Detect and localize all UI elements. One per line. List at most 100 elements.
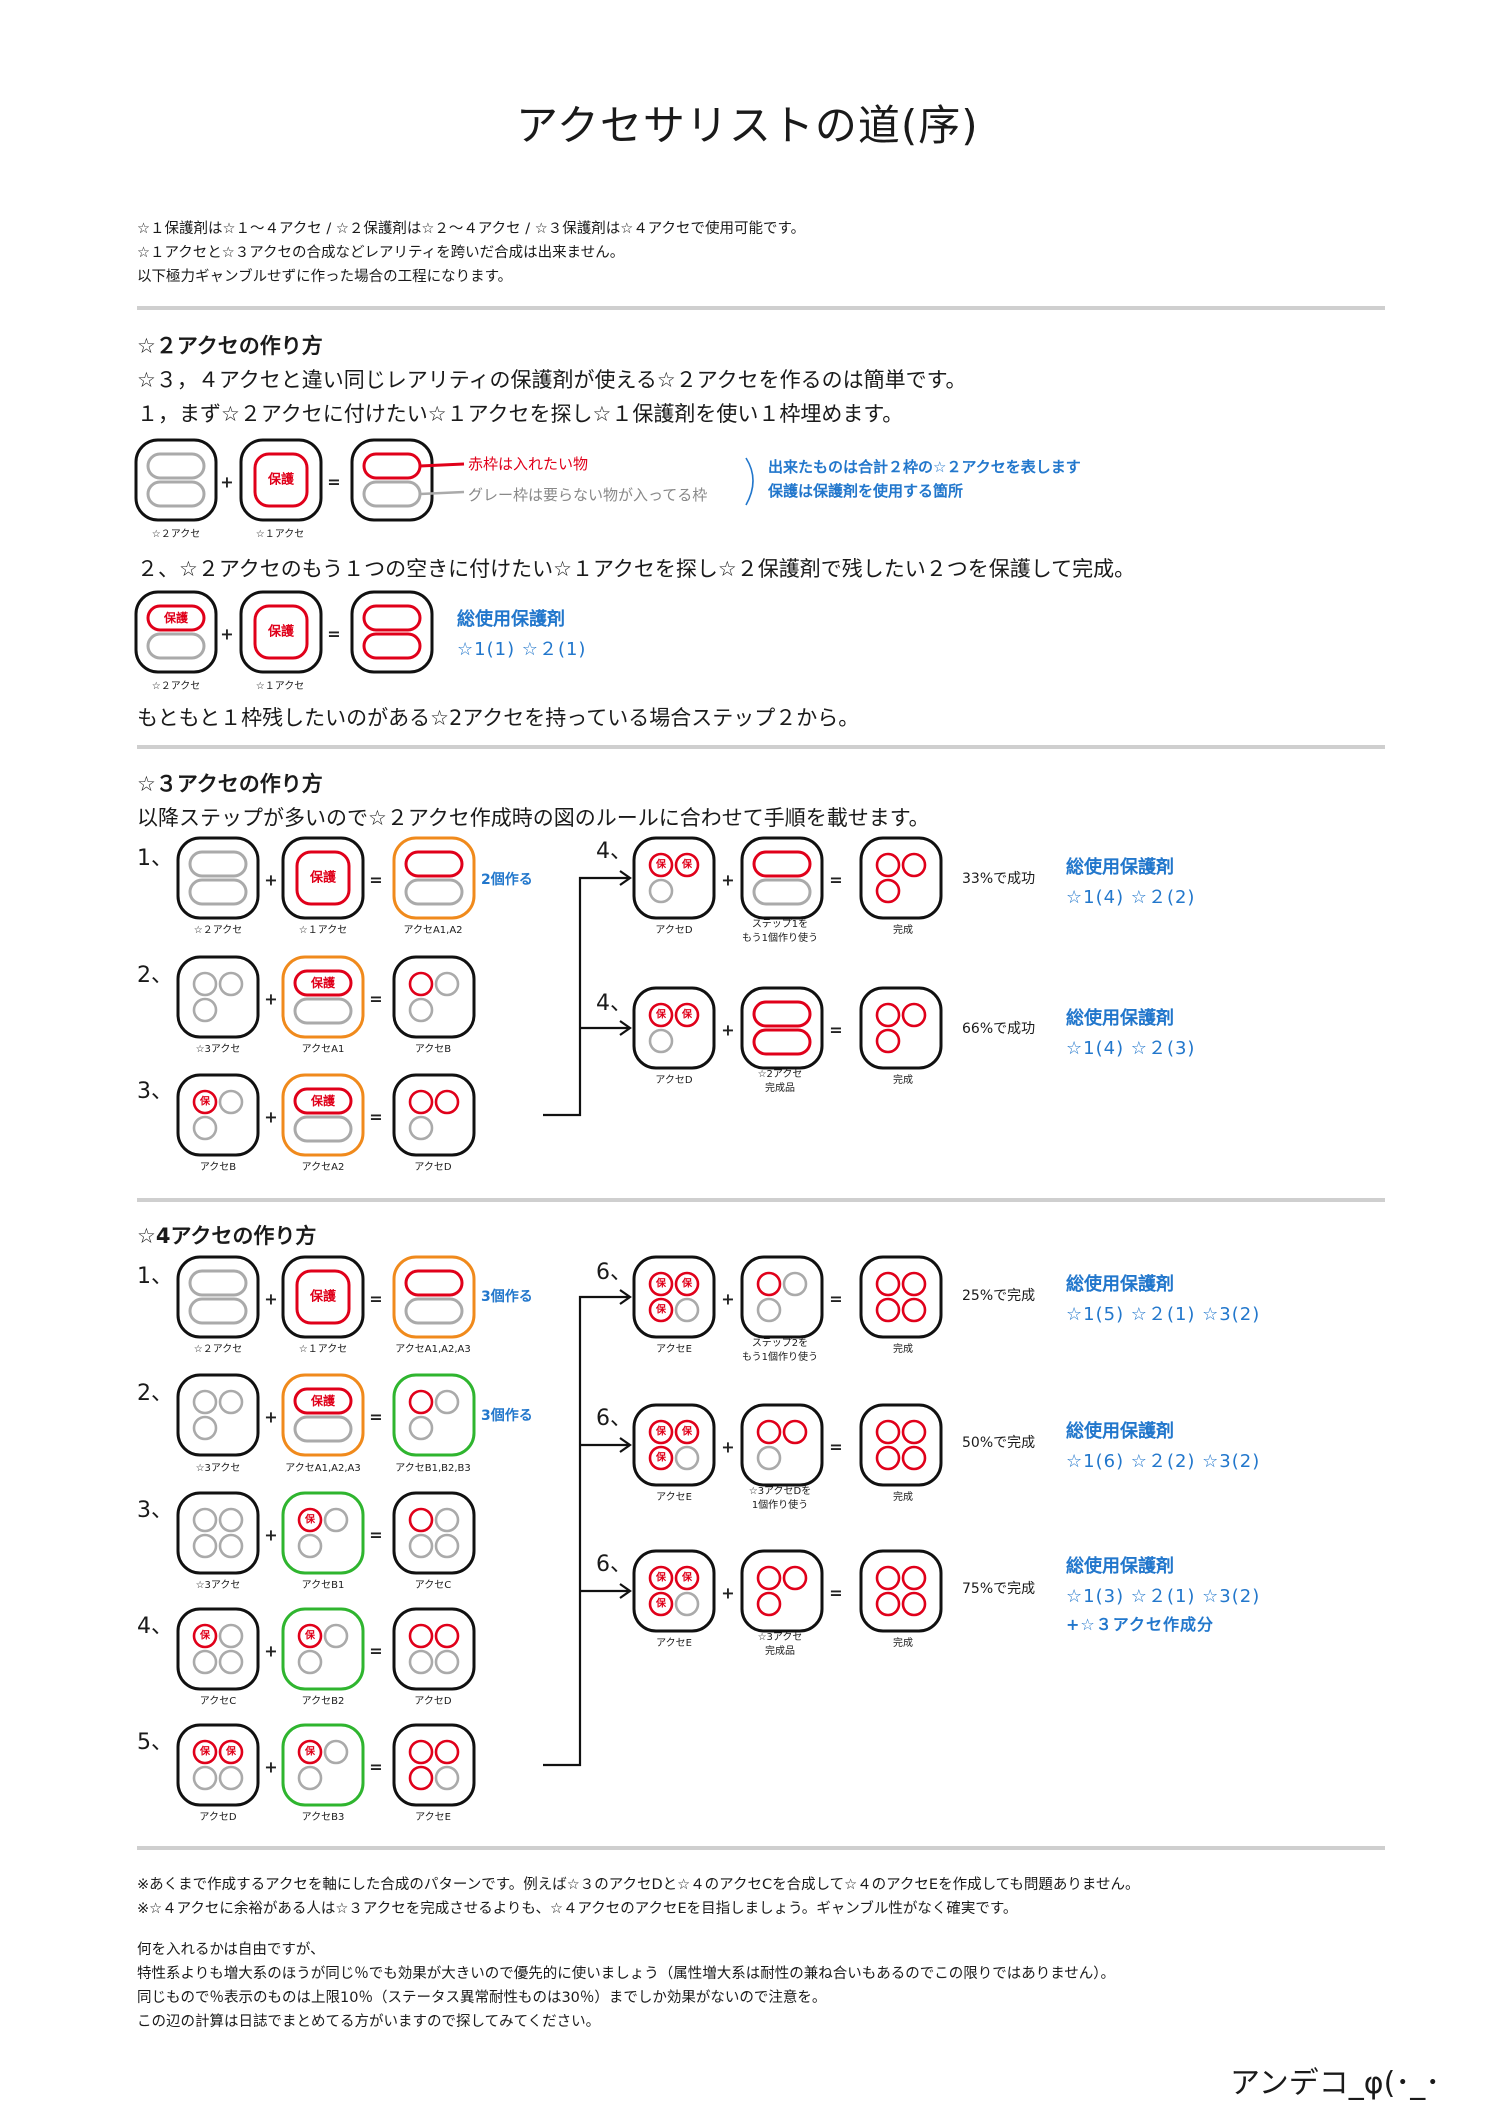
protect-box: [295, 1269, 351, 1325]
slot-circle: [323, 1623, 349, 1649]
caption: アクセE: [415, 1812, 451, 1823]
caption: アクセB1: [301, 1580, 345, 1591]
protect-label: 保: [304, 1629, 316, 1642]
pointer-line: [419, 490, 465, 496]
equals-sign: =: [369, 1408, 382, 1427]
caption: ☆１アクセ: [255, 529, 305, 540]
caption: 完成: [893, 1075, 913, 1086]
accessory-frame: [134, 438, 218, 522]
slot-oval: [362, 632, 422, 660]
slot-circle: [218, 1739, 244, 1765]
accessory-frame: [632, 1403, 716, 1487]
protect-label: 保護: [310, 1093, 336, 1108]
s4-sum-extra: +☆３アクセ作成分: [1066, 1615, 1214, 1634]
slot-circle: [192, 971, 218, 997]
slot-circle: [875, 1028, 901, 1054]
slot-circle: [674, 1565, 700, 1591]
caption: アクセB2: [301, 1696, 345, 1707]
slot-circle: [875, 1271, 901, 1297]
protect-label: 保護: [309, 870, 337, 886]
slot-oval: [362, 604, 422, 632]
slot-oval: [404, 1297, 464, 1325]
caption: 完成: [893, 1492, 913, 1503]
slot-circle: [297, 1533, 323, 1559]
slot-circle: [674, 1271, 700, 1297]
slot-circle: [218, 1623, 244, 1649]
plus-sign: +: [264, 1526, 277, 1545]
caption: ☆3アクセ: [757, 1632, 803, 1643]
section-heading-star4: ☆4アクセの作り方: [137, 1224, 317, 1248]
caption: 完成品: [765, 1083, 795, 1094]
s2-line-2: １，まず☆２アクセに付けたい☆１アクセを探し☆１保護剤を使い１枠埋めます。: [137, 402, 904, 426]
equals-sign: =: [369, 1108, 382, 1127]
make-count: 3個作る: [481, 1408, 533, 1424]
step-label: 1、: [137, 1264, 173, 1289]
accessory-frame: [740, 1403, 824, 1487]
protect-box: [253, 452, 309, 508]
plus-sign: +: [264, 871, 277, 890]
slot-circle: [192, 1765, 218, 1791]
accessory-frame: [392, 836, 476, 920]
plus-sign: +: [721, 871, 734, 890]
protect-label: 保: [199, 1095, 211, 1108]
flow-arrow: [543, 876, 628, 1117]
caption: ☆２アクセ: [151, 529, 201, 540]
protect-label: 保護: [309, 1289, 337, 1305]
caption: ☆１アクセ: [298, 925, 348, 936]
caption: アクセB: [199, 1162, 237, 1173]
slot-circle: [648, 852, 674, 878]
arrow-head: [619, 870, 632, 886]
outro-line: この辺の計算は日誌でまとめてる方がいますので探してみてください。: [137, 2014, 601, 2030]
accessory-frame: [859, 986, 943, 1070]
slot-circle: [434, 1739, 460, 1765]
outro-line: 同じもので％表示のものは上限10％（ステータス異常耐性ものは30％）までしか効果…: [137, 1990, 827, 2006]
caption: ☆２アクセ: [193, 925, 243, 936]
slot-oval: [293, 1115, 353, 1143]
step-label: 6、: [596, 1406, 632, 1431]
slot-circle: [875, 1591, 901, 1617]
slot-oval: [752, 1000, 812, 1028]
caption: ☆２アクセ: [193, 1344, 243, 1355]
slot-circle: [297, 1623, 323, 1649]
s3-sum-label: 総使用保護剤: [1066, 1008, 1174, 1029]
caption: アクセD: [655, 925, 693, 936]
slot-oval: [293, 1415, 353, 1443]
equals-sign: =: [369, 1758, 382, 1777]
accessory-frame: [350, 438, 434, 522]
accessory-frame: [281, 955, 365, 1039]
equals-sign: =: [327, 625, 340, 644]
protect-label: 保: [681, 1277, 693, 1290]
intro-line-3: 以下極力ギャンブルせずに作った場合の工程になります。: [137, 269, 513, 285]
slot-circle: [782, 1419, 808, 1445]
accessory-frame: [632, 836, 716, 920]
s2-line-1: ☆３，４アクセと違い同じレアリティの保護剤が使える☆２アクセを作るのは簡単です。: [137, 368, 967, 392]
slot-circle: [408, 971, 434, 997]
slot-circle: [901, 1565, 927, 1591]
slot-circle: [901, 852, 927, 878]
slot-circle: [434, 1089, 460, 1115]
step-label: 2、: [137, 1381, 173, 1406]
protect-label: 保: [655, 1571, 667, 1584]
slot-circle: [875, 1002, 901, 1028]
arrow-head: [619, 1020, 632, 1036]
caption: 完成: [893, 925, 913, 936]
accessory-frame: [392, 1373, 476, 1457]
caption: アクセD: [414, 1696, 452, 1707]
slot-oval: [293, 969, 353, 997]
author-signature: アンデコ_φ(･_･: [1230, 2066, 1441, 2101]
slot-circle: [756, 1591, 782, 1617]
slot-circle: [674, 1297, 700, 1323]
s2-line-3: ２、☆２アクセのもう１つの空きに付けたい☆１アクセを探し☆２保護剤で残したい２つ…: [137, 557, 1136, 581]
caption: ステップ1を: [751, 919, 809, 930]
caption: 完成: [893, 1344, 913, 1355]
slot-circle: [408, 1089, 434, 1115]
step-label: 5、: [137, 1730, 173, 1755]
protect-label: 保: [655, 1425, 667, 1438]
plus-sign: +: [721, 1021, 734, 1040]
slot-circle: [756, 1445, 782, 1471]
accessory-frame: [176, 1373, 260, 1457]
slot-circle: [192, 997, 218, 1023]
slot-circle: [875, 1419, 901, 1445]
protect-label: 保: [681, 1571, 693, 1584]
